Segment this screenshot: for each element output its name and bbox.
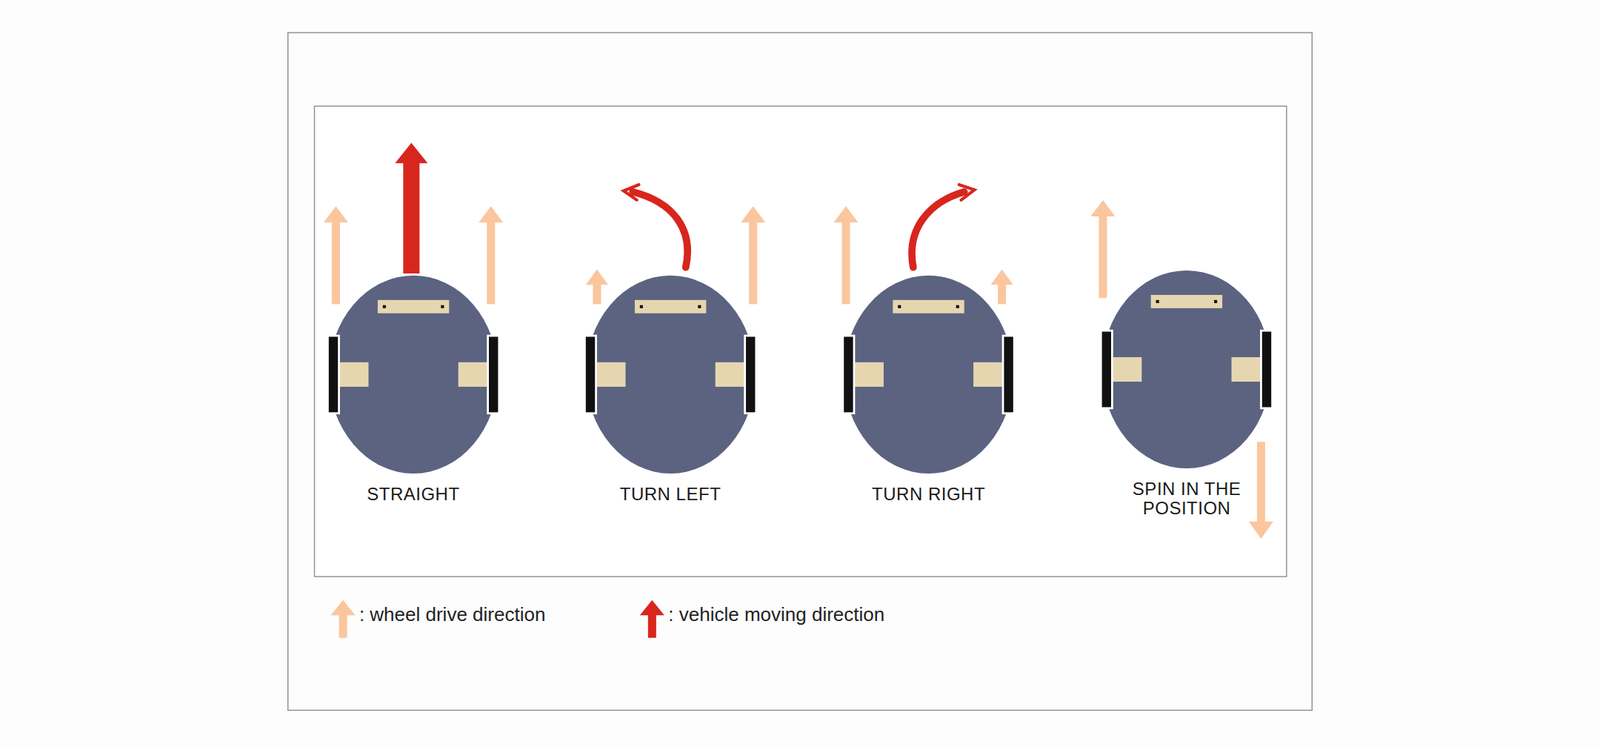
- caption-label: TURN LEFT: [574, 484, 767, 503]
- legend-text: : vehicle moving direction: [668, 602, 885, 626]
- caption-label: STRAIGHT: [317, 484, 510, 503]
- vehicle-arrows: [394, 142, 428, 274]
- inner-frame: [314, 105, 1287, 577]
- caption-label: TURN RIGHT: [832, 484, 1026, 503]
- robot-right: [842, 275, 1015, 474]
- legend-text: : wheel drive direction: [359, 602, 546, 626]
- wheel-arrows: [323, 200, 1274, 539]
- robot-straight: [327, 275, 499, 474]
- outer-frame: [288, 32, 1313, 710]
- turn-arrows: [623, 184, 975, 268]
- legend-samples: [331, 600, 665, 638]
- robot-spin: [1100, 270, 1272, 469]
- robot-left: [584, 275, 756, 474]
- caption-label: SPIN IN THE POSITION: [1123, 479, 1250, 517]
